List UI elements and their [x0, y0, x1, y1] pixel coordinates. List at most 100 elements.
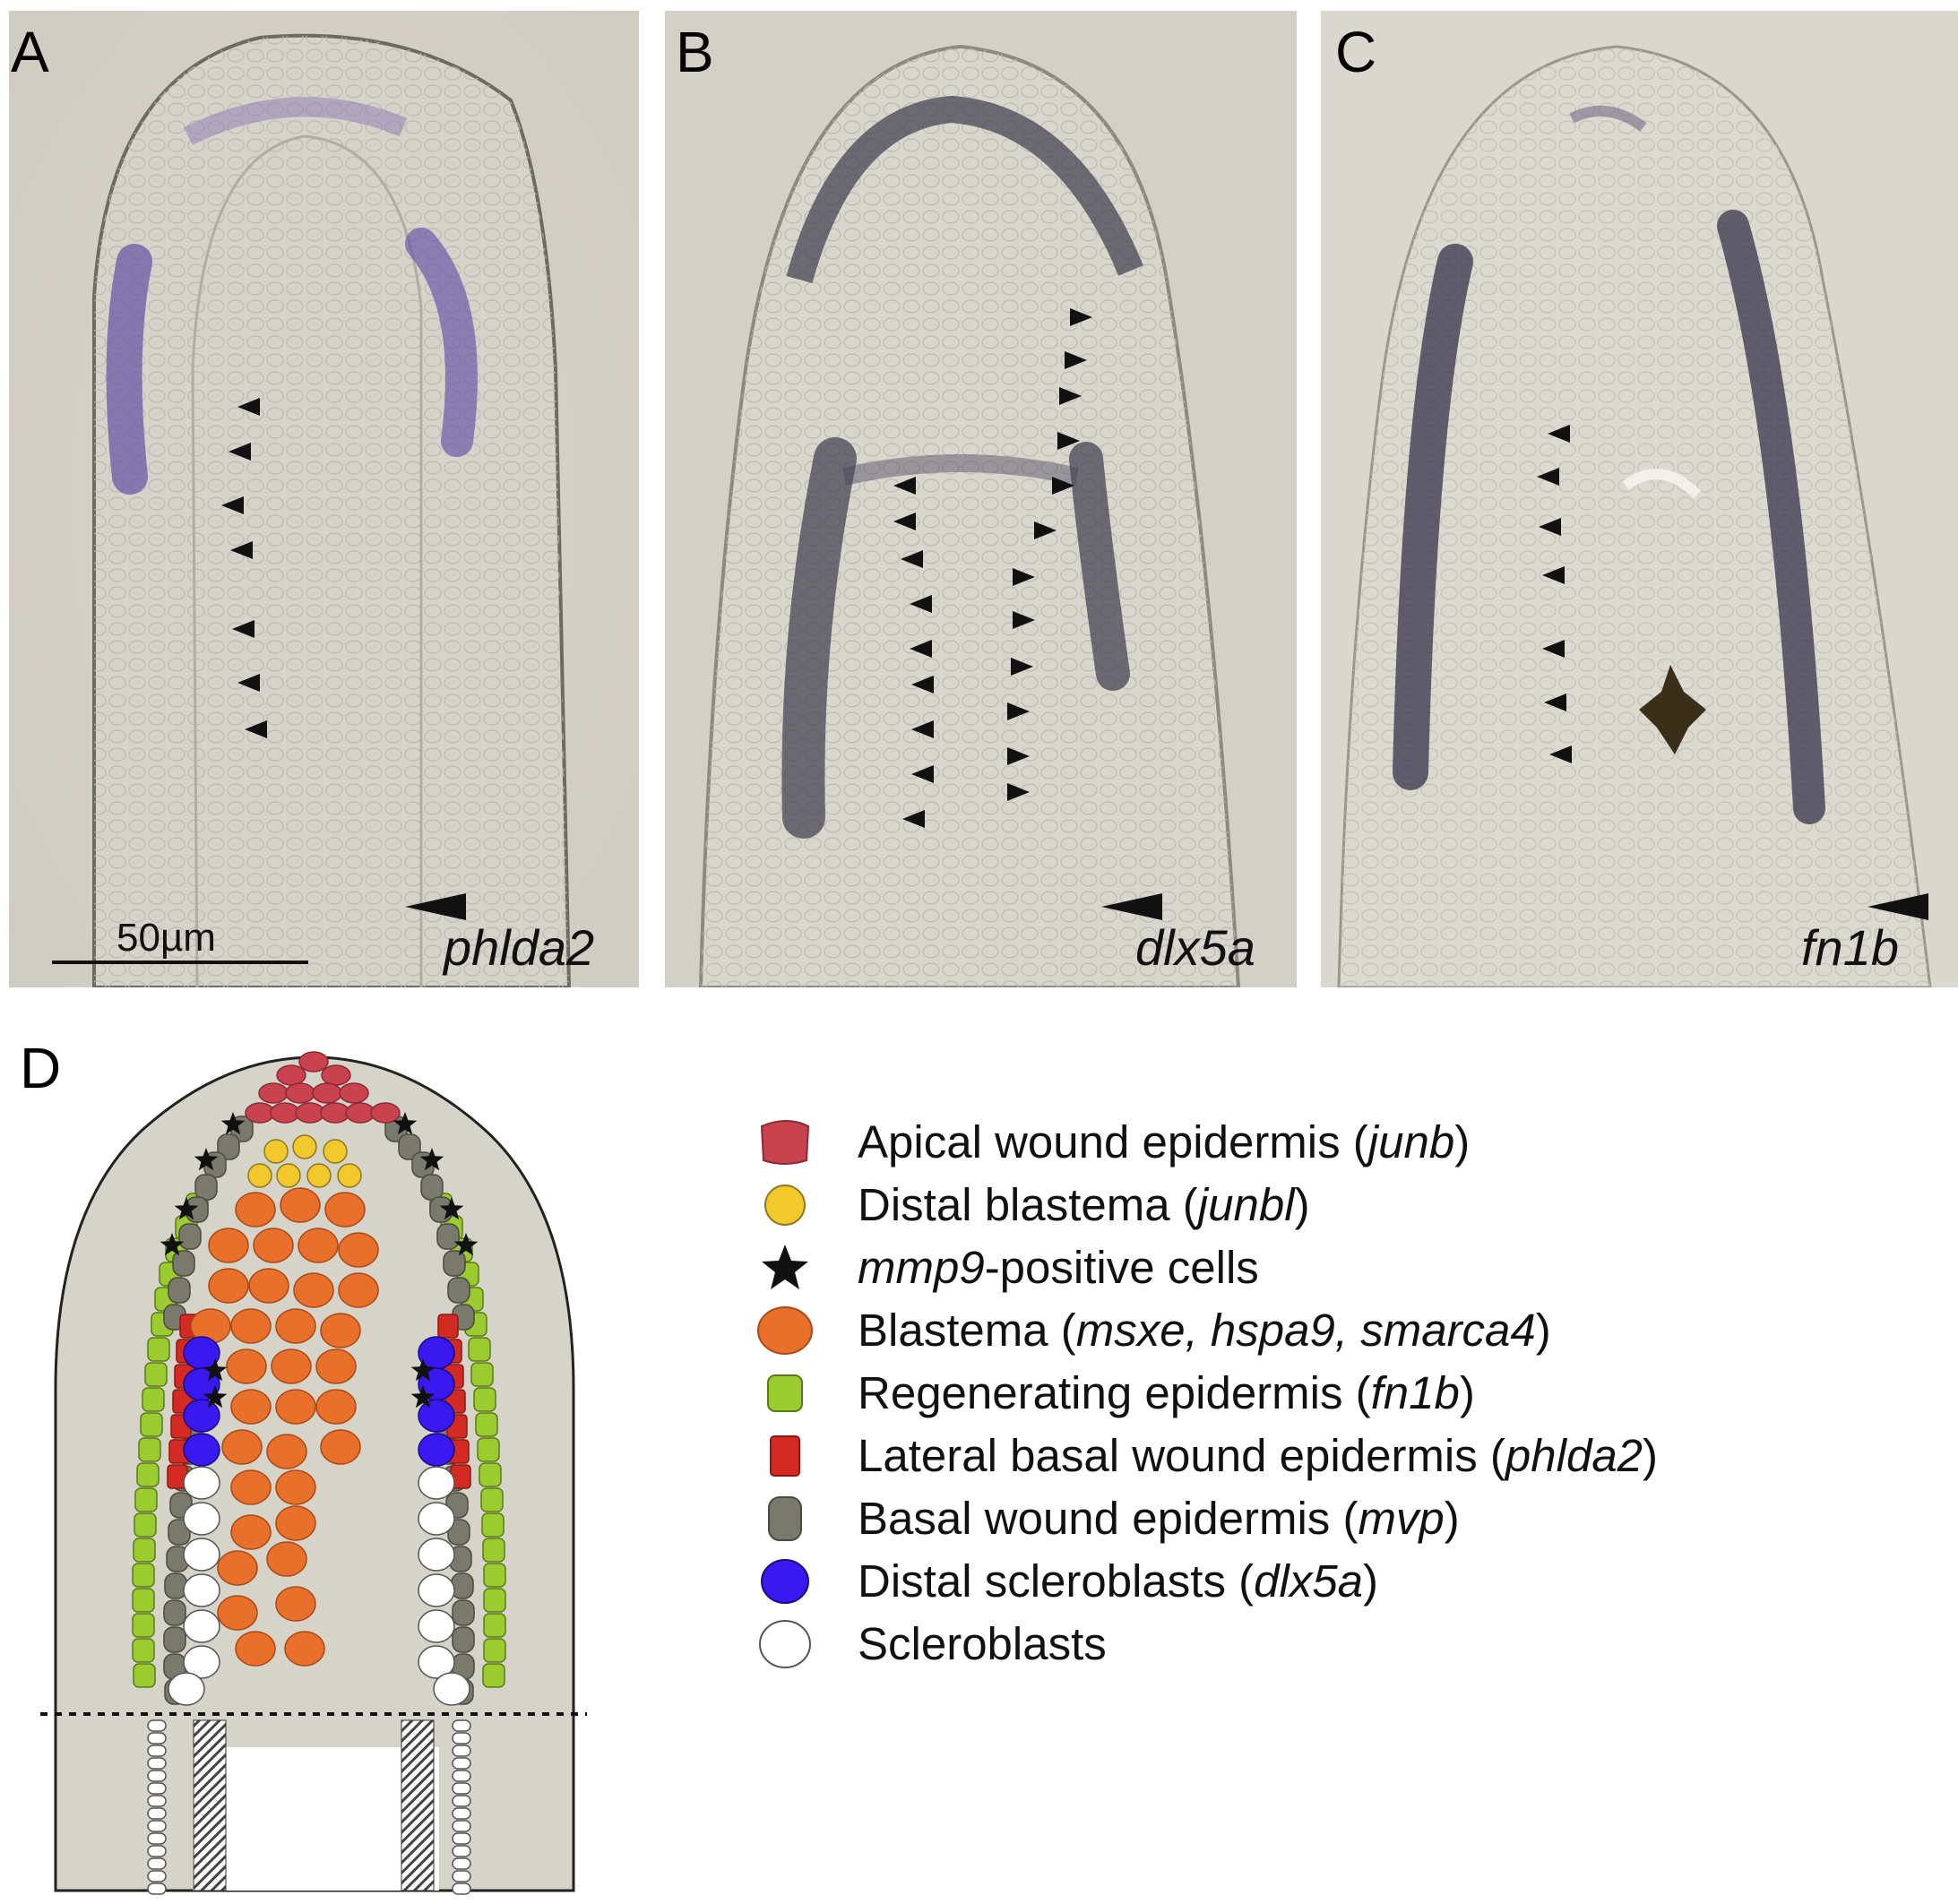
regenerating-epidermis-cell [481, 1512, 505, 1538]
basal-wound-epidermis-cell [447, 1519, 470, 1546]
blastema-cell [217, 1595, 258, 1631]
scleroblast-cell [418, 1466, 455, 1500]
blastema-cell [315, 1348, 357, 1384]
apical-epidermis-cell [276, 1064, 306, 1086]
regenerating-epidermis-cell [134, 1512, 157, 1538]
stump-scleroblast-cell [147, 1832, 167, 1845]
basal-wound-epidermis-cell [420, 1174, 444, 1201]
apical-epidermis-cell [312, 1082, 342, 1104]
regenerating-epidermis-cell [483, 1613, 506, 1638]
stump-scleroblast-cell [452, 1845, 471, 1857]
scleroblast-cell [418, 1645, 455, 1679]
blastema-cell [230, 1308, 272, 1344]
apical-epidermis-cell [295, 1102, 325, 1124]
regenerating-epidermis-cell [132, 1638, 155, 1663]
blastema-cell [253, 1228, 294, 1263]
arrowhead-markers-b [893, 308, 1162, 920]
blastema-cell [324, 1192, 366, 1228]
mmp9-star-icon [439, 1197, 464, 1220]
legend-label: Scleroblasts [858, 1618, 1107, 1669]
regenerating-epidermis-cell [142, 1387, 165, 1412]
blue-circle-icon [761, 1559, 809, 1604]
regenerating-epidermis-cell [482, 1663, 505, 1688]
stump-scleroblast-cell [147, 1882, 167, 1895]
scleroblast-cell [433, 1672, 470, 1706]
distal-blastema-cell [323, 1139, 348, 1164]
stump-scleroblast-cell [452, 1870, 471, 1882]
regenerating-epidermis-cell [483, 1638, 506, 1663]
stump-scleroblast-cell [147, 1807, 167, 1820]
gene-label-fn1b: fn1b [1801, 919, 1899, 976]
basal-wound-epidermis-cell [164, 1572, 187, 1599]
regenerating-epidermis-cell [470, 1362, 494, 1387]
basal-wound-epidermis-cell [398, 1133, 421, 1160]
arrowhead-markers-a [221, 398, 466, 920]
stump-scleroblast-cell [147, 1845, 167, 1857]
panel-b-label: B [676, 20, 714, 84]
regenerating-epidermis-cell [132, 1613, 155, 1638]
yellow-circle-icon [764, 1185, 806, 1226]
regenerating-epidermis-cell [475, 1412, 498, 1437]
blastema-cell [315, 1389, 357, 1425]
blastema-cell [266, 1434, 307, 1469]
distal-blastema-cell [306, 1163, 332, 1188]
mmp9-star-icon [174, 1197, 199, 1220]
distal-scleroblast-cell [418, 1433, 455, 1467]
basal-wound-epidermis-cell [436, 1223, 460, 1250]
stump-scleroblast-cell [452, 1732, 471, 1745]
scleroblast-cell [183, 1645, 220, 1679]
distal-blastema-cell [247, 1163, 272, 1188]
blastema-cell [298, 1228, 339, 1263]
regenerating-epidermis-cell [136, 1462, 160, 1487]
red-square-icon [760, 1120, 810, 1165]
regenerating-epidermis-cell [468, 1337, 491, 1362]
gene-label-phlda2: phlda2 [444, 919, 595, 976]
blastema-cell [235, 1192, 276, 1228]
apical-epidermis-cell [285, 1082, 315, 1104]
apical-epidermis-cell [270, 1102, 300, 1124]
blastema-cell [280, 1187, 321, 1223]
basal-wound-epidermis-cell [452, 1599, 475, 1626]
panel-c-micrograph: C fn1b [1321, 11, 1958, 987]
legend-label: Lateral basal wound epidermis (phlda2) [858, 1430, 1659, 1481]
stump-scleroblast-cell [452, 1820, 471, 1832]
panel-b-micrograph: B dlx5a [665, 11, 1297, 987]
stump-scleroblast-cell [452, 1807, 471, 1820]
panel-a-micrograph: A 50µm phlda2 [9, 11, 639, 987]
blastema-cell [226, 1348, 267, 1384]
regenerating-epidermis-cell [477, 1437, 500, 1462]
distal-blastema-cell [292, 1134, 317, 1159]
scleroblast-cell [183, 1609, 220, 1643]
basal-wound-epidermis-cell [163, 1626, 186, 1653]
panel-a-label: A [11, 20, 49, 84]
blastema-cell [284, 1631, 325, 1667]
stump-scleroblast-cell [452, 1832, 471, 1845]
mmp9-star-icon [410, 1358, 436, 1382]
stump-scleroblast-cell [147, 1795, 167, 1807]
blastema-cell [248, 1268, 289, 1304]
apical-epidermis-cell [339, 1082, 369, 1104]
green-square-icon [767, 1374, 803, 1412]
stump-scleroblast-cell [147, 1820, 167, 1832]
basal-wound-epidermis-cell [443, 1250, 466, 1277]
regenerating-epidermis-cell [483, 1588, 506, 1613]
regenerating-epidermis-cell [479, 1462, 502, 1487]
regenerating-epidermis-cell [147, 1337, 170, 1362]
stump-scleroblast-cell [147, 1719, 167, 1732]
scleroblast-cell [183, 1466, 220, 1500]
scleroblast-cell [183, 1573, 220, 1607]
blastema-cell [275, 1505, 316, 1541]
stump-scleroblast-cell [147, 1757, 167, 1770]
basal-wound-epidermis-cell [172, 1250, 195, 1277]
blastema-cell [217, 1550, 258, 1586]
blastema-cell [230, 1514, 272, 1550]
basal-wound-epidermis-cell [168, 1519, 191, 1546]
scleroblast-cell [418, 1502, 455, 1536]
bone-hatch-left [193, 1719, 227, 1891]
blastema-cell [208, 1268, 249, 1304]
apical-epidermis-cell [321, 1064, 351, 1086]
basal-wound-epidermis-cell [163, 1599, 186, 1626]
gray-rounded-rect-icon [768, 1496, 802, 1541]
legend-label: Regenerating epidermis (fn1b) [858, 1367, 1475, 1418]
stump-scleroblast-cell [147, 1857, 167, 1870]
